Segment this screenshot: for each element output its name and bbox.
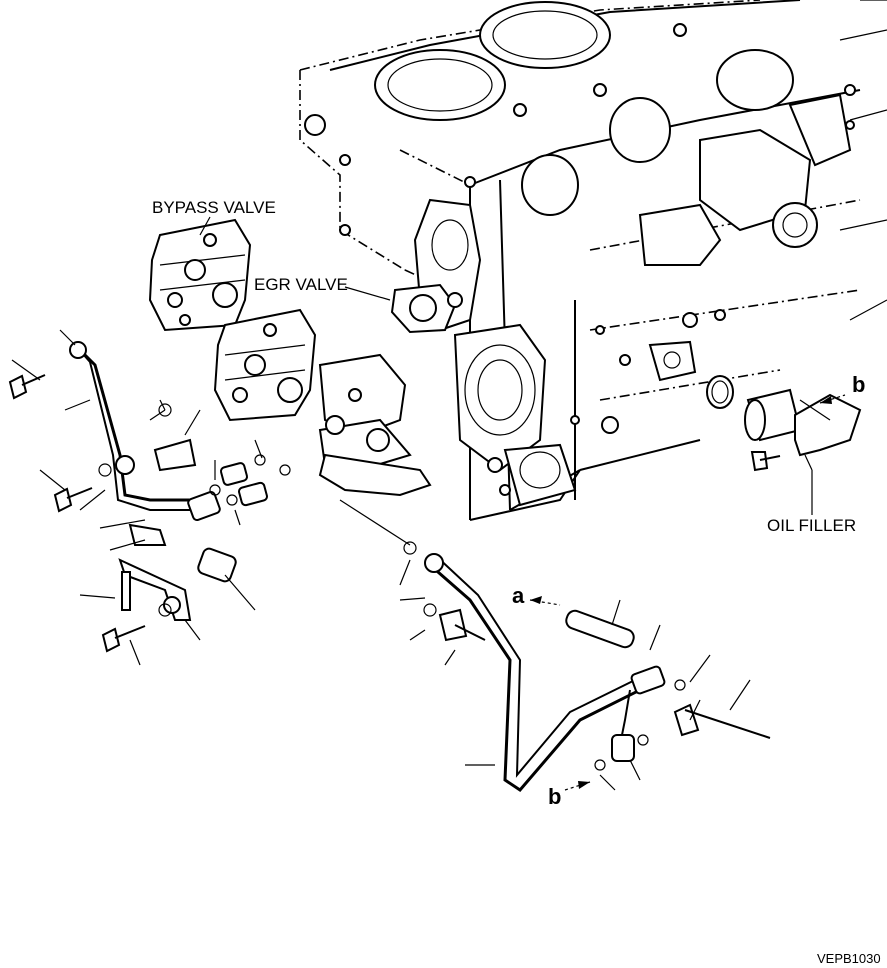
- reference-letter-b-top: b: [852, 372, 866, 397]
- reference-letter-a: a: [512, 583, 525, 608]
- ref-arrow-a: [529, 596, 561, 606]
- egr-valve-leader: [344, 286, 391, 301]
- oil-filler-label: OIL FILLER: [767, 516, 857, 535]
- ref-arrow-b-top: [819, 394, 846, 404]
- figure-code: VEPB1030: [817, 951, 881, 966]
- bypass-valve-label: BYPASS VALVE: [152, 198, 276, 217]
- left-tube-assembly: [8, 329, 291, 666]
- valve-adapter-block: [318, 353, 432, 497]
- egr-valve: [213, 308, 317, 422]
- oil-filler-assembly: [706, 375, 862, 515]
- ref-arrow-b-bottom: [564, 781, 591, 791]
- bypass-valve-leader: [199, 216, 211, 236]
- reference-letter-b-bottom: b: [548, 784, 562, 809]
- bypass-valve: [148, 218, 252, 332]
- engine-block: [299, 0, 887, 521]
- lower-tube-assembly: [339, 499, 771, 792]
- egr-valve-label: EGR VALVE: [254, 275, 348, 294]
